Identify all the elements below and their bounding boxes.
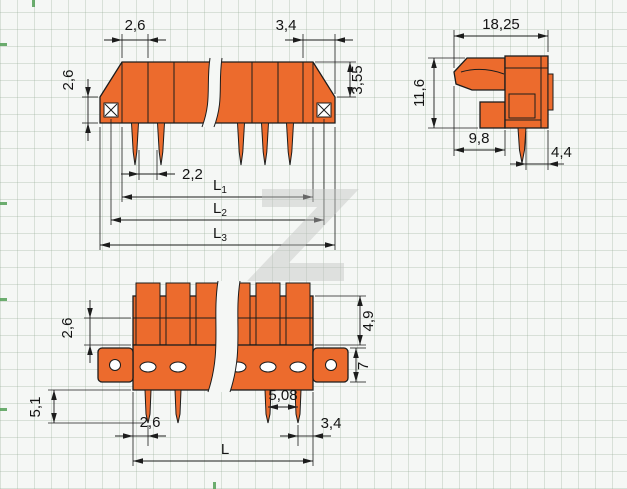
contact-slot xyxy=(169,361,187,373)
break-edge xyxy=(229,280,241,393)
socket-segment-block xyxy=(255,282,281,346)
side-contact-cavity xyxy=(508,93,536,119)
solder-pin xyxy=(174,389,182,424)
solder-pin xyxy=(294,389,302,424)
solder-pin xyxy=(285,122,295,166)
side-dimensions: 18,25 11,6 9,8 4,4 xyxy=(411,16,572,170)
lever-slot-line xyxy=(460,68,505,75)
connector-side-view: 18,25 11,6 9,8 4,4 xyxy=(411,16,572,170)
dim-label: 11,6 xyxy=(411,79,428,107)
mounting-hole xyxy=(325,359,337,371)
side-body xyxy=(453,55,554,164)
solder-pin xyxy=(144,389,152,424)
dim-label: 7 xyxy=(355,362,372,370)
contact-slot xyxy=(259,361,277,373)
registration-mark xyxy=(0,202,7,205)
dim-label-sub: 2 xyxy=(221,208,227,219)
dim-label: 9,8 xyxy=(469,130,490,147)
registration-mark xyxy=(0,408,7,411)
solder-pin xyxy=(130,122,140,166)
side-main-body xyxy=(504,55,549,129)
dim-label: L1 xyxy=(213,177,227,196)
registration-mark xyxy=(32,0,35,7)
side-step xyxy=(547,73,554,111)
solder-pin xyxy=(260,122,270,166)
dim-label: 4,9 xyxy=(360,311,377,332)
dim-label: 18,25 xyxy=(482,16,520,33)
dim-label-sub: 1 xyxy=(221,185,227,196)
dim-label: 2,2 xyxy=(182,166,203,183)
dim-label-main: L xyxy=(213,225,221,242)
registration-mark xyxy=(213,482,216,489)
screw-cross-icon xyxy=(104,103,118,117)
dim-label: L xyxy=(221,441,229,458)
contact-slot xyxy=(139,361,157,373)
dim-label: 2,6 xyxy=(125,17,146,34)
socket-segment-block xyxy=(165,282,191,346)
dim-label-main: L xyxy=(213,177,221,194)
dim-label-sub: 3 xyxy=(221,233,227,244)
dim-label-main: L xyxy=(213,200,221,217)
break-edge xyxy=(213,57,223,128)
socket-segment-block xyxy=(285,282,311,346)
dim-label: 2,6 xyxy=(140,414,161,431)
side-lower-block xyxy=(479,101,506,129)
break-edge xyxy=(201,57,211,128)
connector-socket-view: 2,6 5,1 4,9 7 5,08 xyxy=(27,280,377,466)
contact-slot xyxy=(289,361,307,373)
dim-label: 5,08 xyxy=(268,387,297,404)
screw-cross-icon xyxy=(317,103,331,117)
solder-pin xyxy=(236,122,246,166)
registration-mark xyxy=(0,298,7,301)
socket-segment-block xyxy=(135,282,161,346)
front-dimensions: 2,6 3,4 2,6 3,55 xyxy=(60,17,366,250)
dim-label: 3,4 xyxy=(276,17,297,34)
release-lever xyxy=(453,57,506,91)
dim-label: 2,6 xyxy=(60,70,77,91)
registration-mark xyxy=(0,43,7,46)
registration-marks xyxy=(0,0,216,489)
socket-dimensions: 2,6 5,1 4,9 7 5,08 xyxy=(27,295,377,466)
watermark-logo xyxy=(247,189,359,281)
dim-label: 3,4 xyxy=(321,415,342,432)
dim-label: 2,6 xyxy=(59,318,76,339)
dim-label: 5,1 xyxy=(27,397,44,418)
dim-label: L2 xyxy=(213,200,227,219)
dim-label: 3,55 xyxy=(349,65,366,94)
connector-front-view: 2,6 3,4 2,6 3,55 xyxy=(60,17,366,250)
dim-label: L3 xyxy=(213,225,227,244)
dim-label: 4,4 xyxy=(551,144,572,161)
solder-pin xyxy=(156,122,166,166)
break-edge xyxy=(207,280,219,393)
solder-pin xyxy=(517,127,527,164)
mounting-hole xyxy=(109,359,121,371)
drawing-root: 2,6 3,4 2,6 3,55 xyxy=(0,0,572,489)
